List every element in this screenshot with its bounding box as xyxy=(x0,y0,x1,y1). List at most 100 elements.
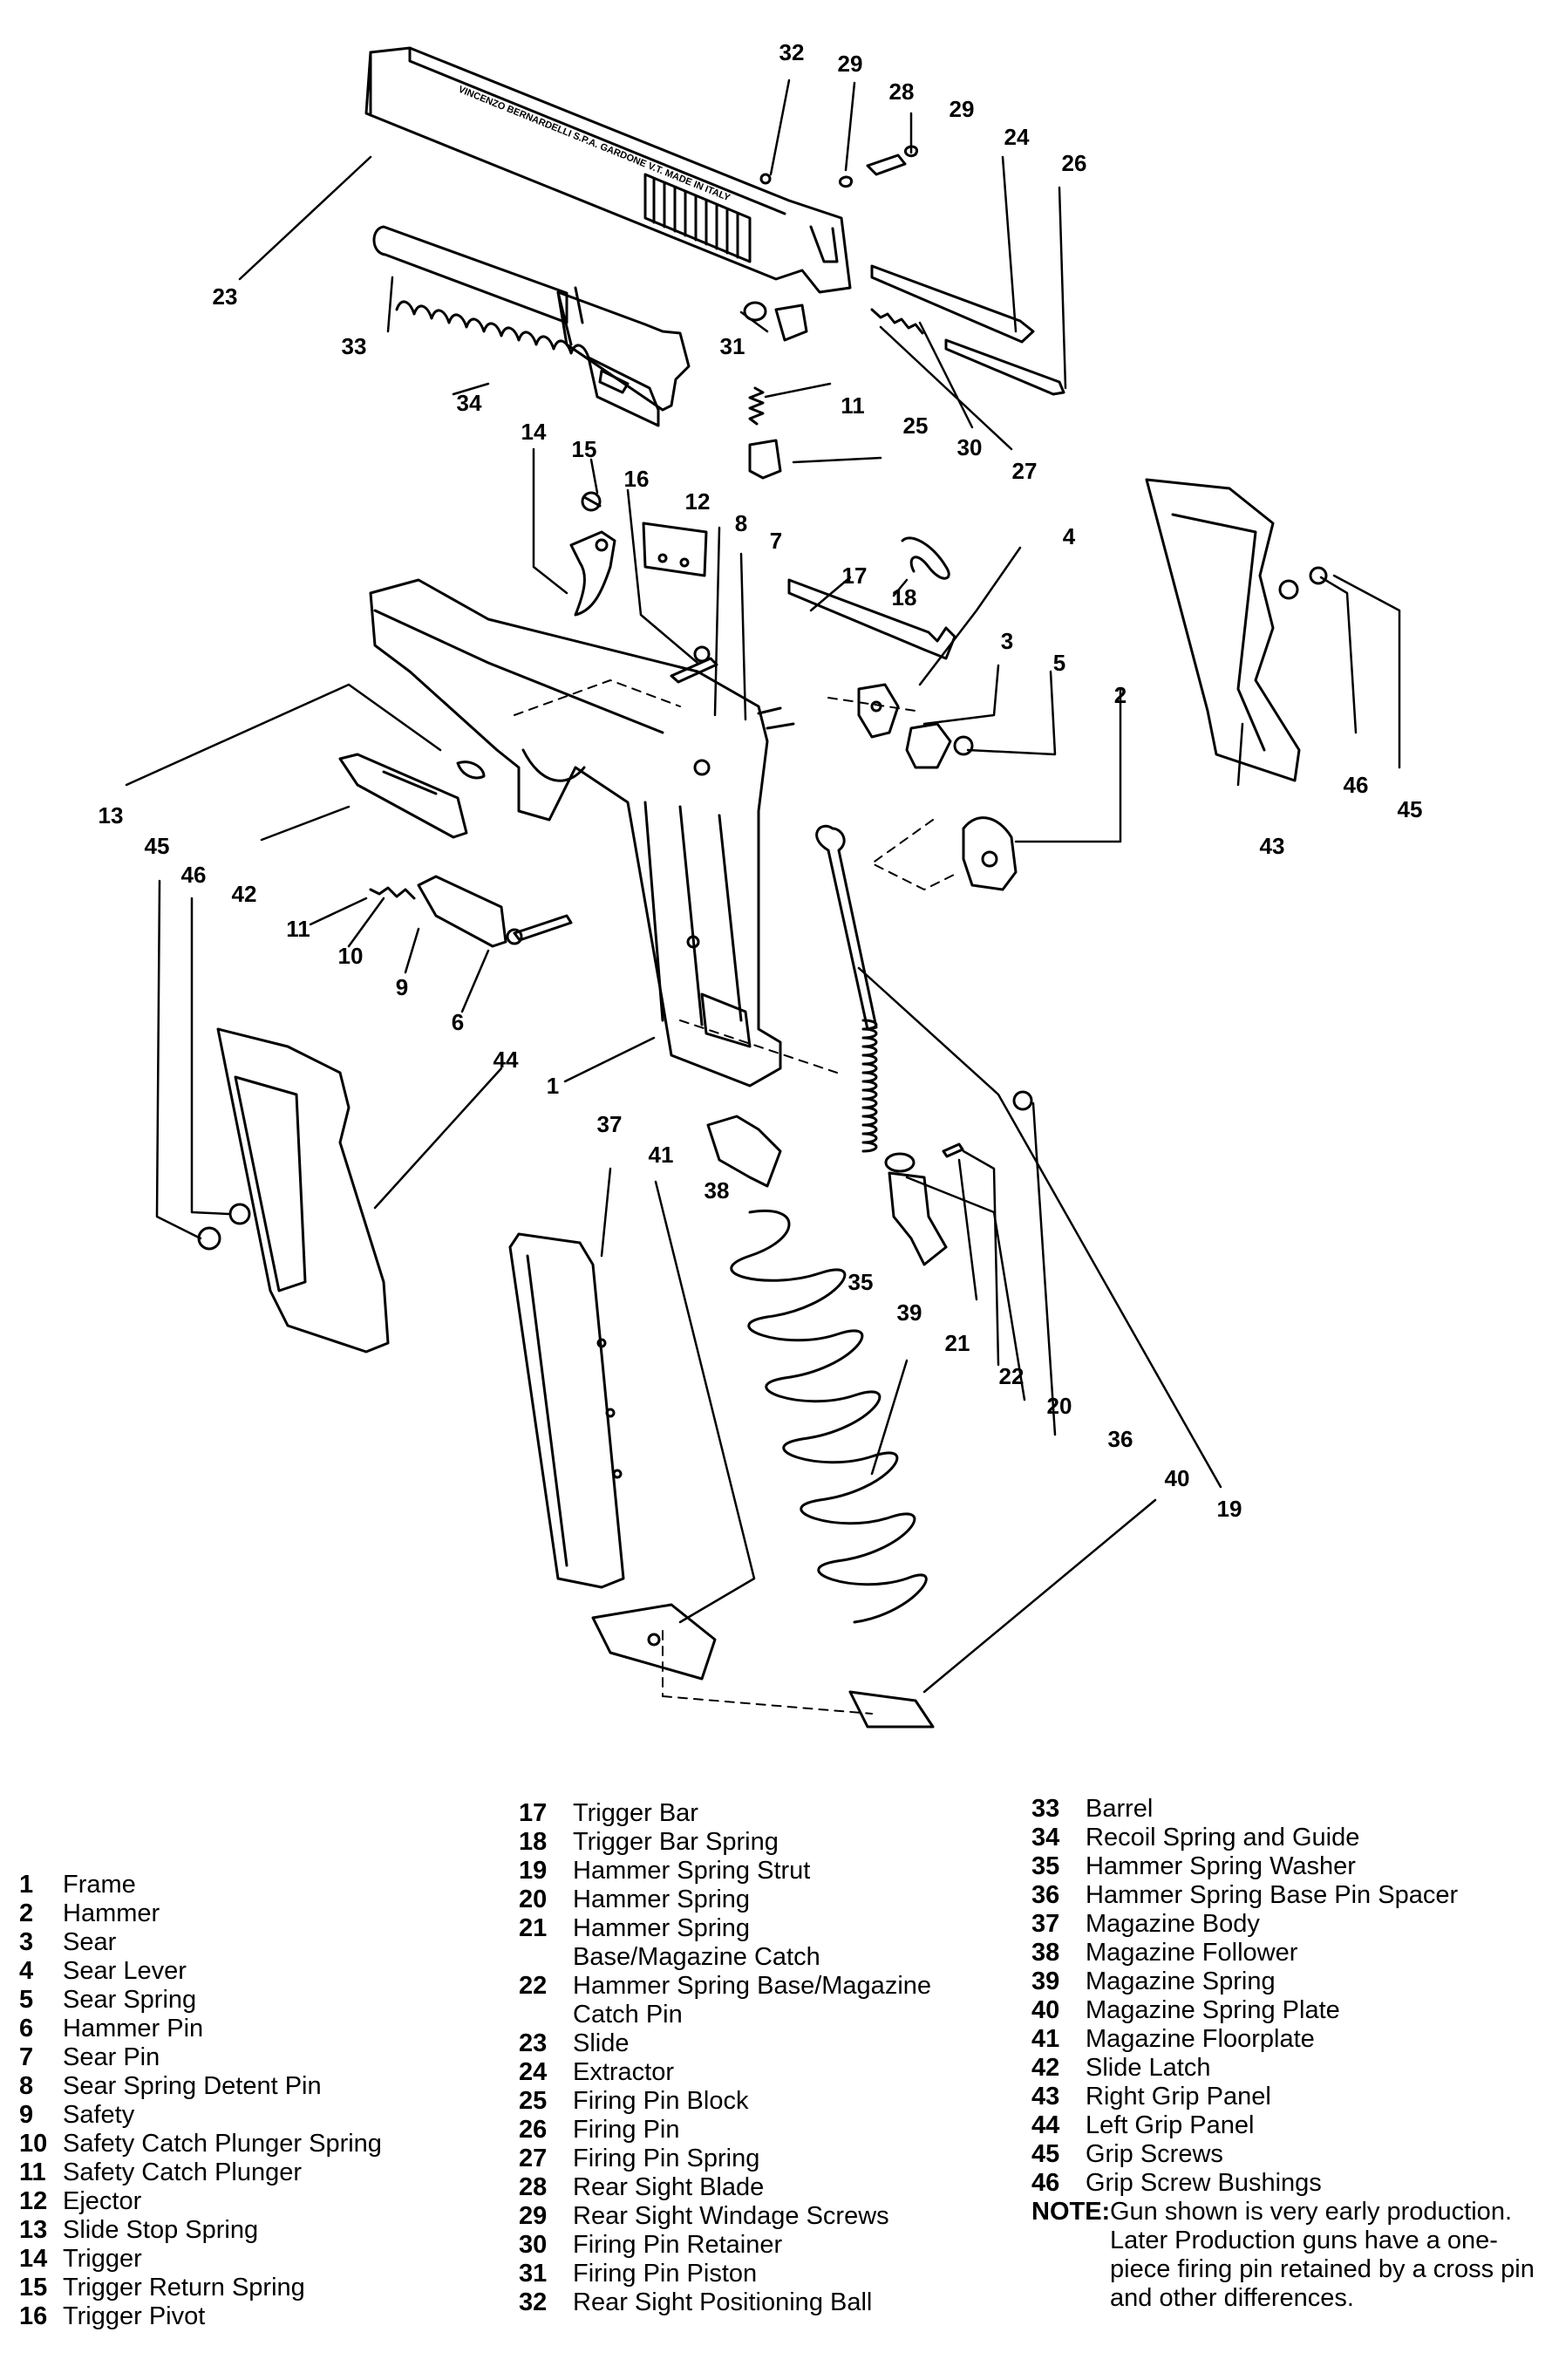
legend-item-number: 29 xyxy=(519,2202,548,2230)
firing-pin-block-part xyxy=(748,439,782,480)
legend-item-name: Magazine Floorplate xyxy=(1086,2025,1315,2053)
legend-item-name: Grip Screws xyxy=(1086,2140,1223,2168)
legend-item-name: Hammer Spring Base/Magazine Catch Pin xyxy=(573,1972,932,2029)
slide-part: VINCENZO BERNARDELLI S.P.A. GARDONE V.T.… xyxy=(364,46,852,294)
legend-item-name: Left Grip Panel xyxy=(1086,2111,1255,2139)
callout-20: 20 xyxy=(1046,1393,1072,1419)
dashed-assembly-lines xyxy=(514,679,960,1715)
legend-item-name: Magazine Spring xyxy=(1086,1967,1276,1995)
legend-item-number: 45 xyxy=(1031,2140,1060,2168)
legend-item: 46 Grip Screw Bushings xyxy=(1031,2169,1537,2198)
callout-19: 19 xyxy=(1216,1496,1242,1522)
legend-item: 8 Sear Spring Detent Pin xyxy=(19,2072,507,2101)
left-grip-screw-part xyxy=(197,1203,251,1251)
callout-10: 10 xyxy=(337,943,364,969)
callout-26: 26 xyxy=(1061,150,1087,176)
legend-item-name: Sear Spring Detent Pin xyxy=(63,2072,322,2100)
legend-item-name: Firing Pin Retainer xyxy=(573,2231,783,2259)
callout-24: 24 xyxy=(1004,124,1030,150)
legend-item-number: 14 xyxy=(19,2245,48,2273)
legend-item: 34 Recoil Spring and Guide xyxy=(1031,1824,1537,1852)
legend-item-number: 26 xyxy=(519,2116,548,2144)
callout-32: 32 xyxy=(779,39,805,65)
legend-item-number: 9 xyxy=(19,2101,34,2129)
legend-item-number: 6 xyxy=(19,2015,34,2042)
callout-16: 16 xyxy=(623,466,650,492)
hammer-spring-washer-part xyxy=(884,1152,916,1173)
legend-item-name: Slide xyxy=(573,2029,630,2057)
legend-item-number: 10 xyxy=(19,2130,48,2158)
callout-33: 33 xyxy=(341,333,367,359)
legend-item-name: Ejector xyxy=(63,2187,142,2215)
legend-item-number: 33 xyxy=(1031,1795,1060,1823)
sear-lever-part xyxy=(857,683,900,739)
callout-45a: 45 xyxy=(144,833,170,859)
legend-item-name: Hammer xyxy=(63,1899,160,1927)
magazine-body-part xyxy=(508,1232,625,1589)
legend-item-number: 12 xyxy=(19,2187,48,2215)
legend-item: 23 Slide xyxy=(519,2029,1007,2058)
trigger-return-spring-part xyxy=(581,491,602,512)
legend-item-number: 11 xyxy=(19,2158,46,2186)
legend-item-name: Trigger Bar xyxy=(573,1799,698,1827)
magazine-floorplate-part xyxy=(591,1603,717,1681)
legend-item-name: Hammer Spring Base/Magazine Catch xyxy=(573,1914,820,1971)
legend-item-name: Recoil Spring and Guide xyxy=(1086,1824,1360,1851)
legend-item-number: 8 xyxy=(19,2072,34,2100)
legend-item-name: Sear xyxy=(63,1928,117,1956)
callout-36: 36 xyxy=(1107,1426,1133,1452)
legend-item-name: Frame xyxy=(63,1871,136,1899)
callout-4: 4 xyxy=(1062,523,1076,549)
legend-item: 21 Hammer Spring Base/Magazine Catch xyxy=(519,1914,1007,1972)
safety-part xyxy=(417,875,507,948)
legend-item-number: 5 xyxy=(19,1986,34,2014)
note: NOTE: Gun shown is very early production… xyxy=(1031,2198,1537,2313)
legend-item-number: 34 xyxy=(1031,1824,1060,1851)
hammer-pin-part xyxy=(506,914,573,945)
callout-2: 2 xyxy=(1113,682,1127,708)
legend-item-name: Sear Spring xyxy=(63,1986,197,2014)
legend-item-name: Rear Sight Positioning Ball xyxy=(573,2288,873,2316)
legend-item: 14 Trigger xyxy=(19,2245,507,2274)
legend-item-name: Trigger xyxy=(63,2245,142,2273)
legend-item-number: 30 xyxy=(519,2231,548,2259)
legend-item-name: Safety Catch Plunger Spring xyxy=(63,2130,382,2158)
sear-spring-part xyxy=(953,735,974,756)
legend-item-number: 20 xyxy=(519,1886,548,1913)
legend-item-number: 46 xyxy=(1031,2169,1060,2197)
callout-35: 35 xyxy=(847,1269,874,1295)
callout-5: 5 xyxy=(1052,650,1066,676)
legend-item-number: 41 xyxy=(1031,2025,1060,2053)
legend-item-name: Trigger Return Spring xyxy=(63,2274,305,2302)
ejector-part xyxy=(642,522,708,577)
catch-pin-part xyxy=(942,1142,964,1158)
callout-25: 25 xyxy=(902,413,929,439)
left-grip-panel-part xyxy=(216,1027,390,1354)
legend-item-number: 21 xyxy=(519,1914,548,1942)
legend-item-name: Firing Pin Spring xyxy=(573,2145,760,2172)
trigger-pivot-part xyxy=(670,645,718,684)
legend-item: 45 Grip Screws xyxy=(1031,2140,1537,2169)
legend-item-number: 36 xyxy=(1031,1881,1060,1909)
legend-item-name: Hammer Spring Strut xyxy=(573,1857,811,1885)
legend-item-name: Grip Screw Bushings xyxy=(1086,2169,1322,2197)
legend-item-number: 23 xyxy=(519,2029,548,2057)
callout-44: 44 xyxy=(493,1047,519,1073)
callout-11a: 11 xyxy=(286,916,310,942)
callout-3: 3 xyxy=(1000,628,1014,654)
legend-item-number: 37 xyxy=(1031,1910,1060,1938)
callout-11b: 11 xyxy=(841,392,865,419)
legend-item-number: 35 xyxy=(1031,1852,1060,1880)
legend-item-name: Sear Pin xyxy=(63,2043,160,2071)
legend-item-name: Trigger Pivot xyxy=(63,2302,206,2330)
